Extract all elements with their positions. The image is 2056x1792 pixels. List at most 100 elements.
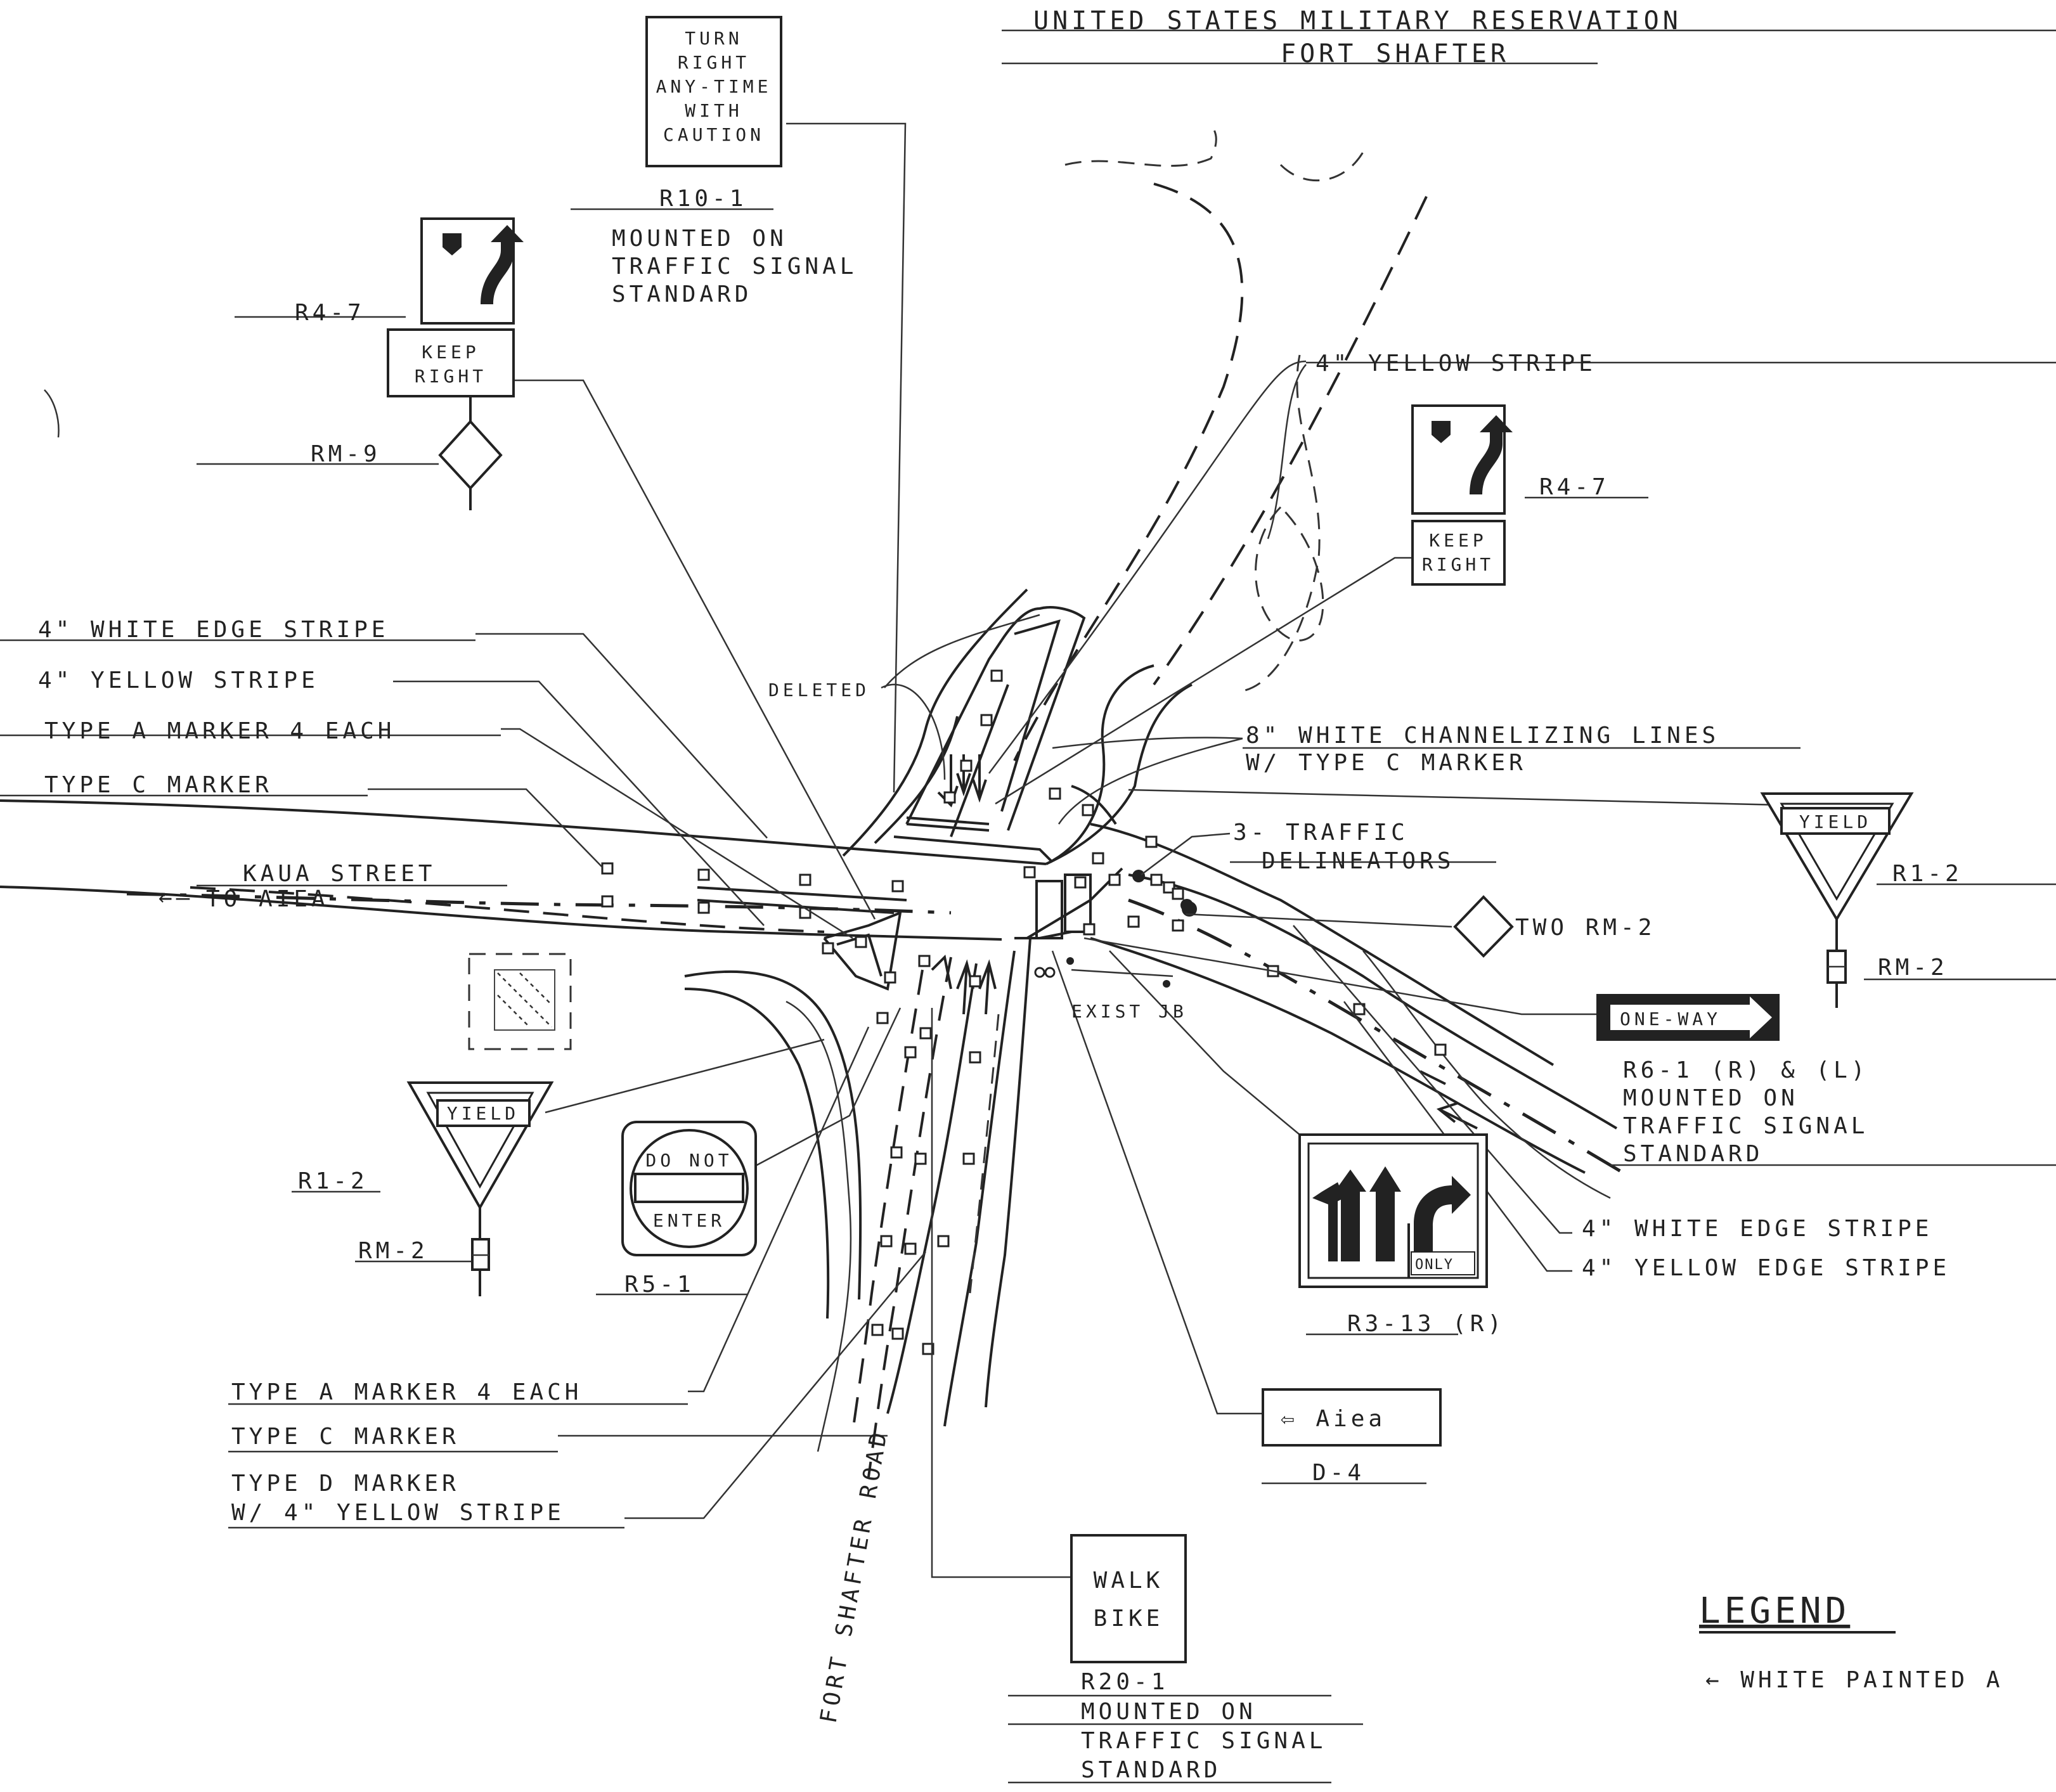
marker — [969, 975, 981, 988]
plaque-line: RIGHT — [1422, 554, 1494, 575]
legend-title: LEGEND — [1699, 1590, 1850, 1632]
marker — [1074, 876, 1087, 889]
signal-pole — [1163, 980, 1170, 988]
leader-lines — [0, 122, 2056, 1578]
object-marker-rm2 — [1453, 895, 1514, 958]
sign-code: R1-2 — [298, 1168, 368, 1194]
sign-code: R3-13 (R) — [1347, 1311, 1505, 1337]
marker — [914, 1152, 927, 1165]
marker — [904, 1242, 917, 1255]
sign-r4-7-right: R4-7 KEEP RIGHT — [1411, 404, 1648, 586]
marker — [1172, 887, 1184, 900]
object-marker-rm9 — [438, 420, 503, 490]
marker — [943, 791, 956, 804]
pavement-markers — [601, 669, 1447, 1355]
one-way-arrow-icon — [1610, 996, 1772, 1038]
sign-note-line: STANDARD — [1623, 1141, 1763, 1167]
marker-code: RM-9 — [311, 441, 381, 467]
sign-code: R10-1 — [659, 186, 747, 212]
yield-face: YIELD — [447, 1103, 519, 1124]
marker — [855, 936, 867, 948]
callout-exist-jb: EXIST JB — [1071, 1001, 1187, 1022]
sign-r10-1: TURN RIGHT ANY-TIME WITH CAUTION R10-1 M… — [571, 16, 853, 307]
callout-yellow-stripe-left: 4" YELLOW STRIPE — [38, 667, 319, 693]
sign-note-line: TRAFFIC SIGNAL — [1081, 1728, 1326, 1754]
sign-two-rm2: TWO RM-2 — [1453, 895, 1652, 958]
sign-yield-left: YIELD R1-2 RM-2 — [292, 1081, 554, 1296]
sign-note-line: MOUNTED ON — [1081, 1699, 1257, 1725]
marker — [962, 1152, 975, 1165]
marker — [880, 1235, 893, 1247]
callout-type-d-bottom-2: W/ 4" YELLOW STRIPE — [231, 1500, 565, 1526]
right-turn-arrow-icon — [1414, 1176, 1471, 1268]
marker — [1049, 787, 1061, 800]
marker — [919, 1027, 932, 1040]
left-through-arrow-icon — [1312, 1170, 1366, 1261]
legend-item: ← WHITE PAINTED A — [1705, 1667, 2003, 1693]
delineator — [1132, 870, 1145, 882]
marker-code: RM-2 — [358, 1238, 429, 1264]
header-line-1: UNITED STATES MILITARY RESERVATION — [1033, 6, 1682, 35]
marker — [799, 873, 811, 886]
median-icon — [443, 233, 462, 255]
sign-yield-right: YIELD R1-2 RM-2 — [1760, 792, 2056, 1008]
yield-face: YIELD — [1799, 811, 1872, 832]
junction-box — [1066, 957, 1074, 965]
sign-face-line: TURN — [685, 28, 742, 49]
marker — [937, 1235, 950, 1247]
sign-r4-7-left: R4-7 KEEP RIGHT RM-9 — [295, 217, 524, 510]
signal-pole — [1044, 967, 1056, 978]
marker — [891, 880, 904, 893]
marker — [904, 1046, 917, 1059]
street-to-aiea: TO AIEA — [206, 886, 329, 912]
sheet-header: UNITED STATES MILITARY RESERVATION FORT … — [1002, 6, 2056, 68]
marker — [1353, 1003, 1366, 1015]
legend: LEGEND ← WHITE PAINTED A — [1699, 1590, 2003, 1693]
only-face: ONLY — [1415, 1257, 1454, 1273]
sign-note-line: TRAFFIC SIGNAL — [1623, 1113, 1868, 1139]
marker — [871, 1324, 884, 1336]
callout-white-edge-right: 4" WHITE EDGE STRIPE — [1582, 1216, 1932, 1242]
marker — [601, 862, 614, 875]
delineator — [1182, 901, 1197, 917]
sign-face-line: BIKE — [1094, 1606, 1164, 1632]
marker — [1172, 919, 1184, 932]
marker-code: RM-2 — [1878, 955, 1948, 981]
sign-face-line: CAUTION — [663, 124, 765, 145]
marker — [1092, 852, 1104, 865]
callout-deleted: DELETED — [768, 680, 870, 700]
marker — [890, 1146, 903, 1159]
marker — [1082, 804, 1094, 816]
marker — [822, 942, 834, 955]
through-arrow-icon — [1369, 1166, 1401, 1261]
guide-face: ⇦ Aiea — [1281, 1406, 1386, 1432]
plaque-line: KEEP — [1429, 530, 1487, 551]
keep-right-arrow-icon — [1470, 415, 1513, 494]
sign-one-way: ONE-WAY R6-1 (R) & (L) MOUNTED ON TRAFFI… — [1596, 994, 2056, 1167]
sign-face-line: RIGHT — [678, 52, 750, 73]
sign-code: R4-7 — [295, 300, 365, 326]
plaque-line: RIGHT — [415, 366, 487, 387]
marker — [601, 895, 614, 908]
keep-right-arrow-icon — [481, 225, 524, 304]
marker — [922, 1343, 934, 1355]
callout-yellow-edge-right: 4" YELLOW EDGE STRIPE — [1582, 1255, 1950, 1281]
marker — [1145, 835, 1158, 848]
sign-code: R20-1 — [1081, 1669, 1168, 1695]
marker — [1150, 873, 1163, 886]
marker — [1127, 915, 1140, 928]
marker — [1108, 873, 1121, 886]
marker — [884, 971, 896, 984]
sign-do-not-enter: DO NOT ENTER R5-1 — [596, 1121, 757, 1298]
marker — [918, 955, 931, 967]
callout-type-c-bottom: TYPE C MARKER — [231, 1424, 460, 1450]
marker — [799, 906, 811, 919]
sign-code: R1-2 — [1892, 861, 1963, 887]
callout-delineators-1: 3- TRAFFIC — [1233, 820, 1409, 846]
sign-note-line: STANDARD — [1081, 1757, 1221, 1783]
marker — [1083, 923, 1096, 936]
sign-face-line: ENTER — [653, 1210, 725, 1231]
marker — [1434, 1043, 1447, 1056]
sign-note-line: STANDARD — [612, 281, 752, 307]
